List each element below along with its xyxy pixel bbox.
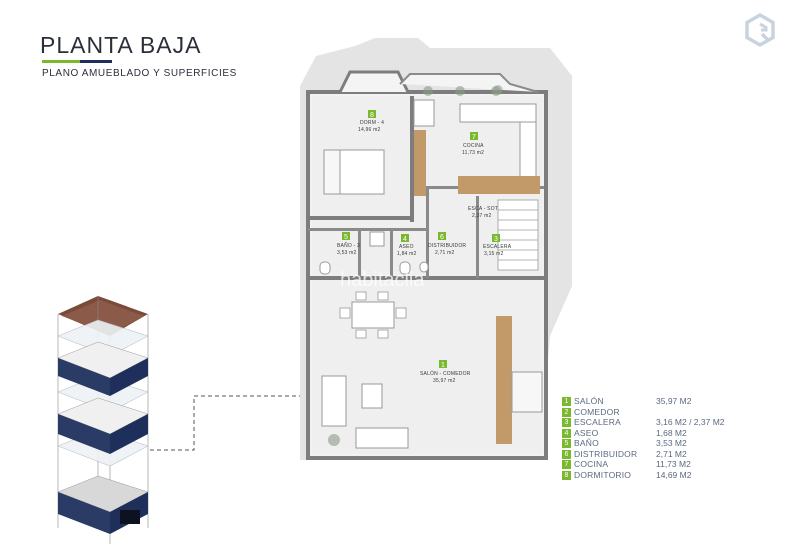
- legend-number: 4: [562, 428, 571, 438]
- legend-area: 35,97 M2: [656, 396, 692, 406]
- legend-area: 14,69 M2: [656, 469, 692, 480]
- legend-name: SALÓN: [574, 396, 604, 406]
- legend-name: BAÑO: [574, 438, 599, 448]
- svg-text:BAÑO - 3: BAÑO - 3: [337, 242, 360, 249]
- svg-text:1,84 m2: 1,84 m2: [397, 251, 416, 257]
- legend-number: 7: [562, 460, 571, 469]
- legend-row: 1 SALÓN 35,97 M2: [562, 396, 782, 407]
- watermark: habitaclia: [340, 269, 425, 291]
- legend-number: 8: [562, 470, 571, 480]
- room-label-salon: 1 SALÓN - COMEDOR 35,97 m2: [420, 360, 471, 384]
- legend-number: 3: [562, 418, 571, 427]
- page-subtitle: PLANO AMUEBLADO Y SUPERFICIES: [42, 68, 237, 79]
- svg-text:7: 7: [472, 134, 476, 141]
- legend-row: 3 ESCALERA 3,16 M2 / 2,37 M2: [562, 417, 782, 428]
- room-label-dorm: 8 DORM - 4 14,96 m2: [358, 110, 384, 133]
- svg-text:COCINA: COCINA: [463, 143, 484, 149]
- legend-name: ASEO: [574, 427, 599, 438]
- svg-text:14,96 m2: 14,96 m2: [358, 127, 380, 133]
- legend-number: 2: [562, 407, 571, 417]
- svg-text:5: 5: [344, 234, 348, 241]
- title-accent-bar: [42, 60, 80, 63]
- legend-row: 6 DISTRIBUIDOR 2,71 M2: [562, 449, 782, 460]
- isometric-view: [57, 296, 149, 544]
- legend-number: 5: [562, 439, 571, 448]
- legend-row: 4 ASEO 1,68 M2: [562, 428, 782, 439]
- legend-row: 7 COCINA 11,73 M2: [562, 459, 782, 470]
- legend-area: 2,71 M2: [656, 448, 687, 459]
- svg-text:2,71 m2: 2,71 m2: [435, 250, 454, 256]
- legend-row: 8 DORMITORIO 14,69 M2: [562, 470, 782, 481]
- svg-text:4: 4: [403, 236, 407, 243]
- svg-text:SALÓN - COMEDOR: SALÓN - COMEDOR: [420, 370, 471, 377]
- svg-text:DORM - 4: DORM - 4: [360, 120, 384, 126]
- svg-text:2,37 m2: 2,37 m2: [472, 213, 491, 219]
- room-label-escalera: 3 ESCALERA 3,15 m2: [483, 234, 512, 257]
- svg-text:3,15 m2: 3,15 m2: [484, 251, 503, 257]
- legend-name: DORMITORIO: [574, 469, 632, 480]
- room-label-bano: 5 BAÑO - 3 3,53 m2: [337, 232, 360, 256]
- svg-text:ASEO: ASEO: [399, 244, 414, 250]
- legend-area: 3,16 M2 / 2,37 M2: [656, 417, 725, 427]
- svg-text:DISTRIBUIDOR: DISTRIBUIDOR: [428, 243, 466, 249]
- legend-row: 2 COMEDOR: [562, 407, 782, 418]
- legend-row: 5 BAÑO 3,53 M2: [562, 438, 782, 449]
- svg-text:8: 8: [370, 112, 374, 119]
- legend-area: 1,68 M2: [656, 427, 687, 438]
- svg-text:3,53 m2: 3,53 m2: [337, 250, 356, 256]
- svg-text:ESCALERA: ESCALERA: [483, 244, 512, 250]
- area-legend: 1 SALÓN 35,97 M2 2 COMEDOR 3 ESCALERA 3,…: [562, 396, 782, 480]
- legend-number: 6: [562, 449, 571, 459]
- legend-area: 3,53 M2: [656, 438, 687, 448]
- legend-name: ESCALERA: [574, 417, 621, 427]
- room-label-cocina: 7 COCINA 11,73 m2: [462, 132, 484, 156]
- page-title: PLANTA BAJA: [40, 32, 202, 58]
- floor-plan: 8 DORM - 4 14,96 m2 7 COCINA 11,73 m2 ES…: [300, 38, 572, 460]
- connector-line: [150, 395, 300, 451]
- legend-name: DISTRIBUIDOR: [574, 448, 638, 459]
- legend-name: COMEDOR: [574, 406, 620, 417]
- room-label-distribuidor: 6 DISTRIBUIDOR 2,71 m2: [428, 232, 466, 256]
- svg-text:35,97 m2: 35,97 m2: [433, 378, 455, 384]
- legend-area: 11,73 M2: [656, 459, 691, 469]
- brand-logo-icon: [745, 12, 775, 48]
- svg-text:3: 3: [494, 236, 498, 243]
- legend-number: 1: [562, 397, 571, 406]
- room-label-esca-sot: ESCA - SOT 2,37 m2: [468, 206, 498, 219]
- svg-text:11,73 m2: 11,73 m2: [462, 150, 484, 156]
- room-label-aseo: 4 ASEO 1,84 m2: [397, 234, 416, 257]
- svg-text:6: 6: [440, 234, 444, 241]
- svg-text:ESCA - SOT: ESCA - SOT: [468, 206, 498, 212]
- legend-name: COCINA: [574, 459, 609, 469]
- title-navy-bar: [80, 60, 112, 63]
- svg-text:1: 1: [441, 362, 445, 369]
